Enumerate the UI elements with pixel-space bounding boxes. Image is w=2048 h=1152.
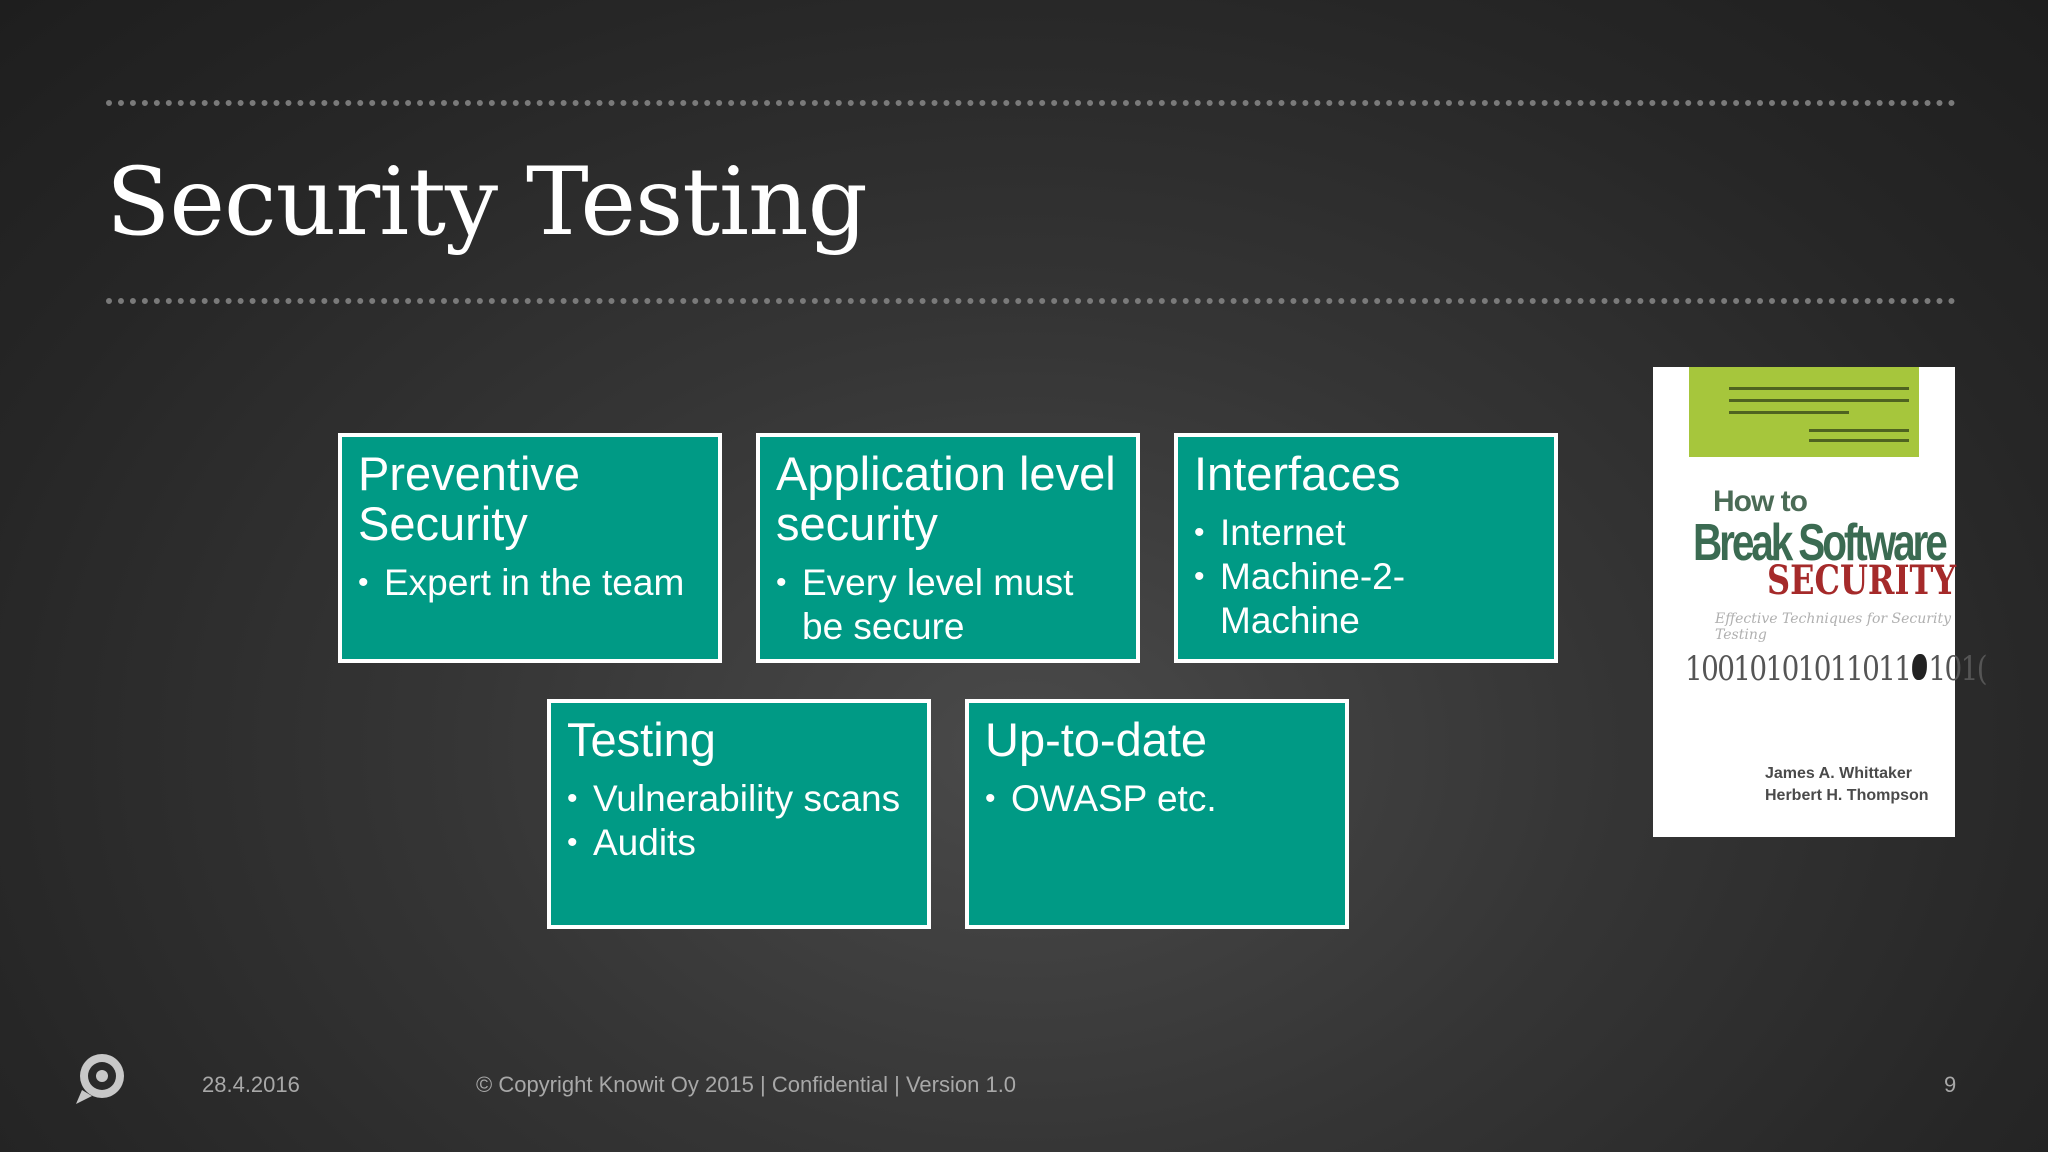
- book-author: Herbert H. Thompson: [1765, 787, 1929, 804]
- page-number: 9: [1944, 1072, 1957, 1097]
- book-binary-main: 10010101011011: [1685, 649, 1912, 689]
- bullet-item: Vulnerability scans: [567, 777, 911, 821]
- box-up-to-date: Up-to-date OWASP etc.: [965, 699, 1349, 929]
- book-cover-image: How to Break Software SECURITY Effective…: [1653, 367, 1988, 837]
- box-heading: Up-to-date: [985, 713, 1208, 766]
- book-binary-text: 10010101011011 101(: [1685, 649, 1988, 689]
- footer-date: 28.4.2016: [202, 1072, 300, 1097]
- book-binary-tail: 101(: [1928, 649, 1987, 689]
- bullet-item: Expert in the team: [358, 561, 702, 605]
- bullet-item: Audits: [567, 821, 911, 865]
- book-authors: James A. Whittaker Herbert H. Thompson: [1765, 763, 1929, 807]
- bottom-dotted-divider: [106, 298, 1956, 304]
- top-dotted-divider: [106, 100, 1956, 106]
- box-heading: Testing: [567, 713, 716, 766]
- bullet-list: Every level must be secure: [776, 561, 1120, 649]
- box-heading: Interfaces: [1194, 447, 1401, 500]
- bullet-item: Every level must be secure: [776, 561, 1120, 649]
- bullet-item: Machine-2-Machine: [1194, 555, 1538, 643]
- book-title-line1: How to: [1713, 485, 1808, 518]
- knowit-logo-icon: [76, 1054, 124, 1104]
- box-heading: Application level security: [776, 447, 1116, 550]
- box-preventive-security: Preventive Security Expert in the team: [338, 433, 722, 663]
- bullet-list: Expert in the team: [358, 561, 702, 605]
- face-silhouette-icon: [1912, 654, 1927, 680]
- bullet-list: Vulnerability scans Audits: [567, 777, 911, 865]
- bullet-item: OWASP etc.: [985, 777, 1329, 821]
- box-testing: Testing Vulnerability scans Audits: [547, 699, 931, 929]
- bullet-item: Internet: [1194, 511, 1538, 555]
- bullet-list: OWASP etc.: [985, 777, 1329, 821]
- book-title-line2: Break Software: [1693, 514, 1948, 572]
- bullet-list: Internet Machine-2-Machine: [1194, 511, 1538, 643]
- box-heading: Preventive Security: [358, 447, 581, 550]
- footer-copyright: © Copyright Knowit Oy 2015 | Confidentia…: [476, 1072, 1017, 1097]
- slide-title: Security Testing: [106, 148, 868, 257]
- book-title-line3: SECURITY: [1767, 557, 1957, 604]
- box-application-level-security: Application level security Every level m…: [756, 433, 1140, 663]
- book-cover-band: [1689, 367, 1919, 457]
- book-author: James A. Whittaker: [1765, 765, 1913, 782]
- box-interfaces: Interfaces Internet Machine-2-Machine: [1174, 433, 1558, 663]
- book-subtitle: Effective Techniques for Security Testin…: [1715, 611, 1951, 643]
